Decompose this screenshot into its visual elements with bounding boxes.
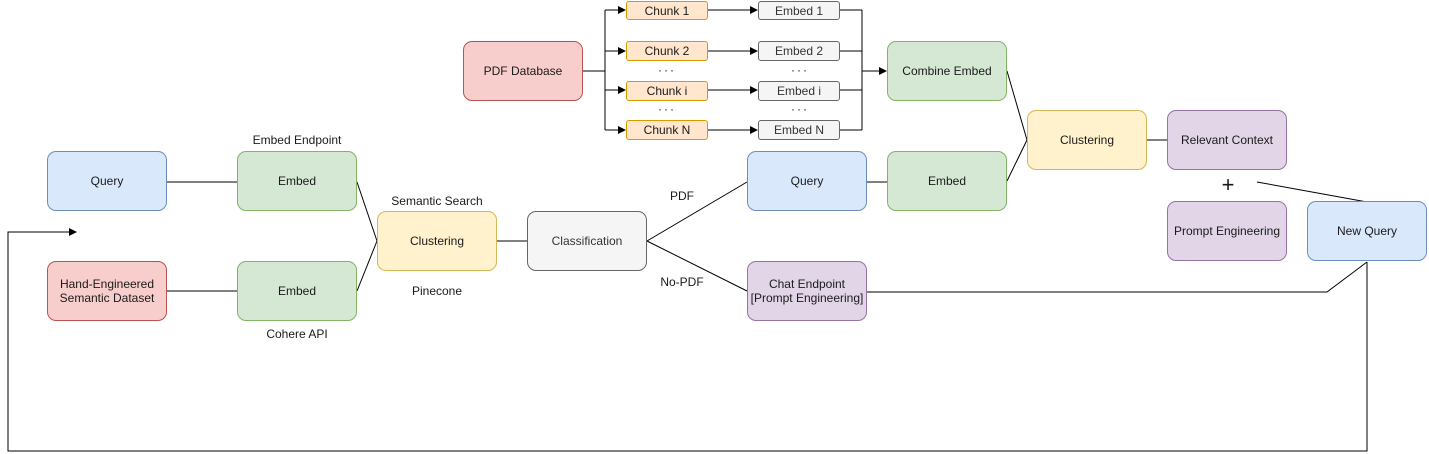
edge-embedpdf-clustering bbox=[1006, 139, 1028, 182]
edge-classification-pdf bbox=[646, 181, 748, 242]
classification-node: Classification bbox=[527, 211, 647, 271]
clustering-right-node: Clustering bbox=[1027, 110, 1147, 170]
prompt-engineering-node: Prompt Engineering bbox=[1167, 201, 1287, 261]
embed-2-node: Embed 2 bbox=[758, 41, 840, 61]
plus-icon: + bbox=[1221, 172, 1235, 197]
edge-chat-newquery bbox=[867, 261, 1368, 293]
chunk-i-node: Chunk i bbox=[626, 81, 708, 101]
relevant-context-node: Relevant Context bbox=[1167, 110, 1287, 170]
pinecone-label: Pinecone bbox=[411, 284, 463, 298]
embed-endpoint-label: Embed Endpoint bbox=[252, 133, 342, 147]
embed-ellipsis-upper: ··· bbox=[791, 63, 809, 77]
pdf-database-node: PDF Database bbox=[463, 41, 583, 101]
query-pdf-node: Query bbox=[747, 151, 867, 211]
chunk-ellipsis-lower: ··· bbox=[658, 102, 676, 116]
embed-1-node: Embed 1 bbox=[758, 1, 840, 20]
embed-ellipsis-lower: ··· bbox=[791, 102, 809, 116]
chunk-ellipsis-upper: ··· bbox=[658, 63, 676, 77]
embed-pdf-query-node: Embed bbox=[887, 151, 1007, 211]
semantic-search-label: Semantic Search bbox=[391, 194, 483, 208]
edge-loop-back bbox=[7, 228, 1368, 452]
clustering-center-node: Clustering bbox=[377, 211, 497, 271]
edge-embed-bottom-clustering bbox=[356, 240, 378, 292]
edge-combine-clustering bbox=[1006, 70, 1028, 141]
chunk-n-node: Chunk N bbox=[626, 120, 708, 140]
hand-engineered-dataset-node: Hand-Engineered Semantic Dataset bbox=[47, 261, 167, 321]
cohere-api-label: Cohere API bbox=[266, 327, 328, 341]
embed-i-node: Embed i bbox=[758, 81, 840, 101]
edge-embed-top-clustering bbox=[356, 181, 378, 242]
edge-newquery-context bbox=[1256, 181, 1368, 203]
chat-endpoint-node: Chat Endpoint [Prompt Engineering] bbox=[747, 261, 867, 321]
combine-embed-node: Combine Embed bbox=[887, 41, 1007, 101]
no-pdf-branch-label: No-PDF bbox=[660, 275, 704, 289]
query-input-node: Query bbox=[47, 151, 167, 211]
embed-n-node: Embed N bbox=[758, 120, 840, 140]
chunk-2-node: Chunk 2 bbox=[626, 41, 708, 61]
pdf-branch-label: PDF bbox=[670, 189, 694, 203]
edge-classification-nopdf bbox=[646, 240, 748, 292]
new-query-node: New Query bbox=[1307, 201, 1427, 261]
embed-dataset-node: Embed bbox=[237, 261, 357, 321]
embed-query-node: Embed bbox=[237, 151, 357, 211]
chunk-1-node: Chunk 1 bbox=[626, 1, 708, 20]
